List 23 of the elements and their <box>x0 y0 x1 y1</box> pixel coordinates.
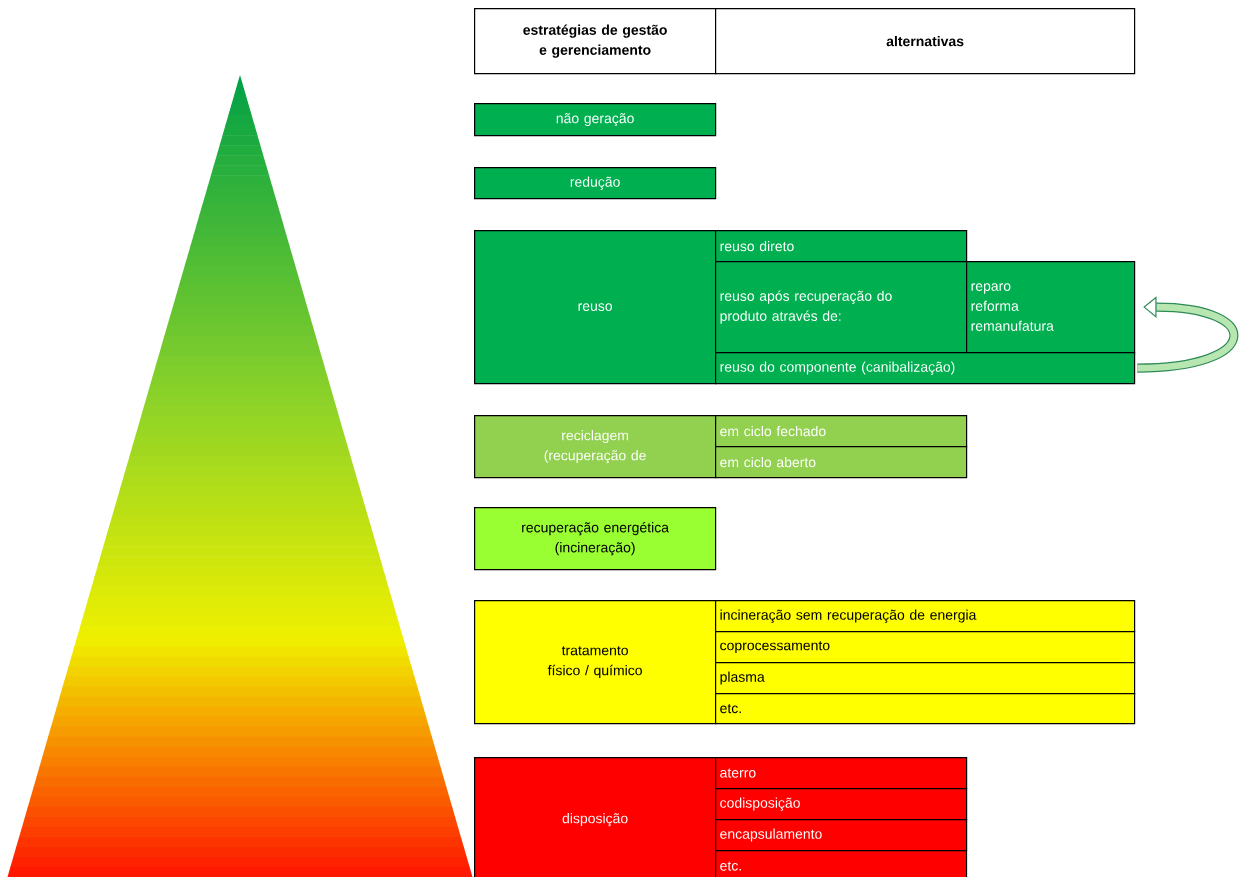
alternative-cell: etc. <box>715 693 1136 725</box>
header-cell: alternativas <box>715 8 1136 75</box>
alternative-cell: incineração sem recuperação de energia <box>715 600 1136 633</box>
alternative-cell: encapsulamento <box>715 819 968 852</box>
alternative-cell: plasma <box>715 662 1136 695</box>
strategy-box: disposição <box>474 757 717 877</box>
alternative-cell: codisposição <box>715 788 968 821</box>
alternative-cell: etc. <box>715 850 968 877</box>
strategy-box: recuperação energética (incineração) <box>474 507 717 571</box>
alternative-cell: reuso direto <box>715 230 968 263</box>
alternative-cell: aterro <box>715 757 968 790</box>
alternative-cell: coprocessamento <box>715 631 1136 664</box>
strategy-box: tratamento físico / químico <box>474 600 717 725</box>
strategy-box: reuso <box>474 230 717 385</box>
alternative-cell: em ciclo aberto <box>715 446 968 479</box>
alternative-cell: em ciclo fechado <box>715 415 968 448</box>
strategy-box: não geração <box>474 103 717 137</box>
alternative-cell: reparo reforma remanufatura <box>966 261 1136 354</box>
strategy-box: redução <box>474 167 717 200</box>
header-cell: estratégias de gestão e gerenciamento <box>474 8 717 75</box>
node-label: disposição <box>562 813 628 827</box>
strategy-box: reciclagem (recuperação de <box>474 415 717 479</box>
alternative-cell: reuso do componente (canibalização) <box>715 352 1136 385</box>
